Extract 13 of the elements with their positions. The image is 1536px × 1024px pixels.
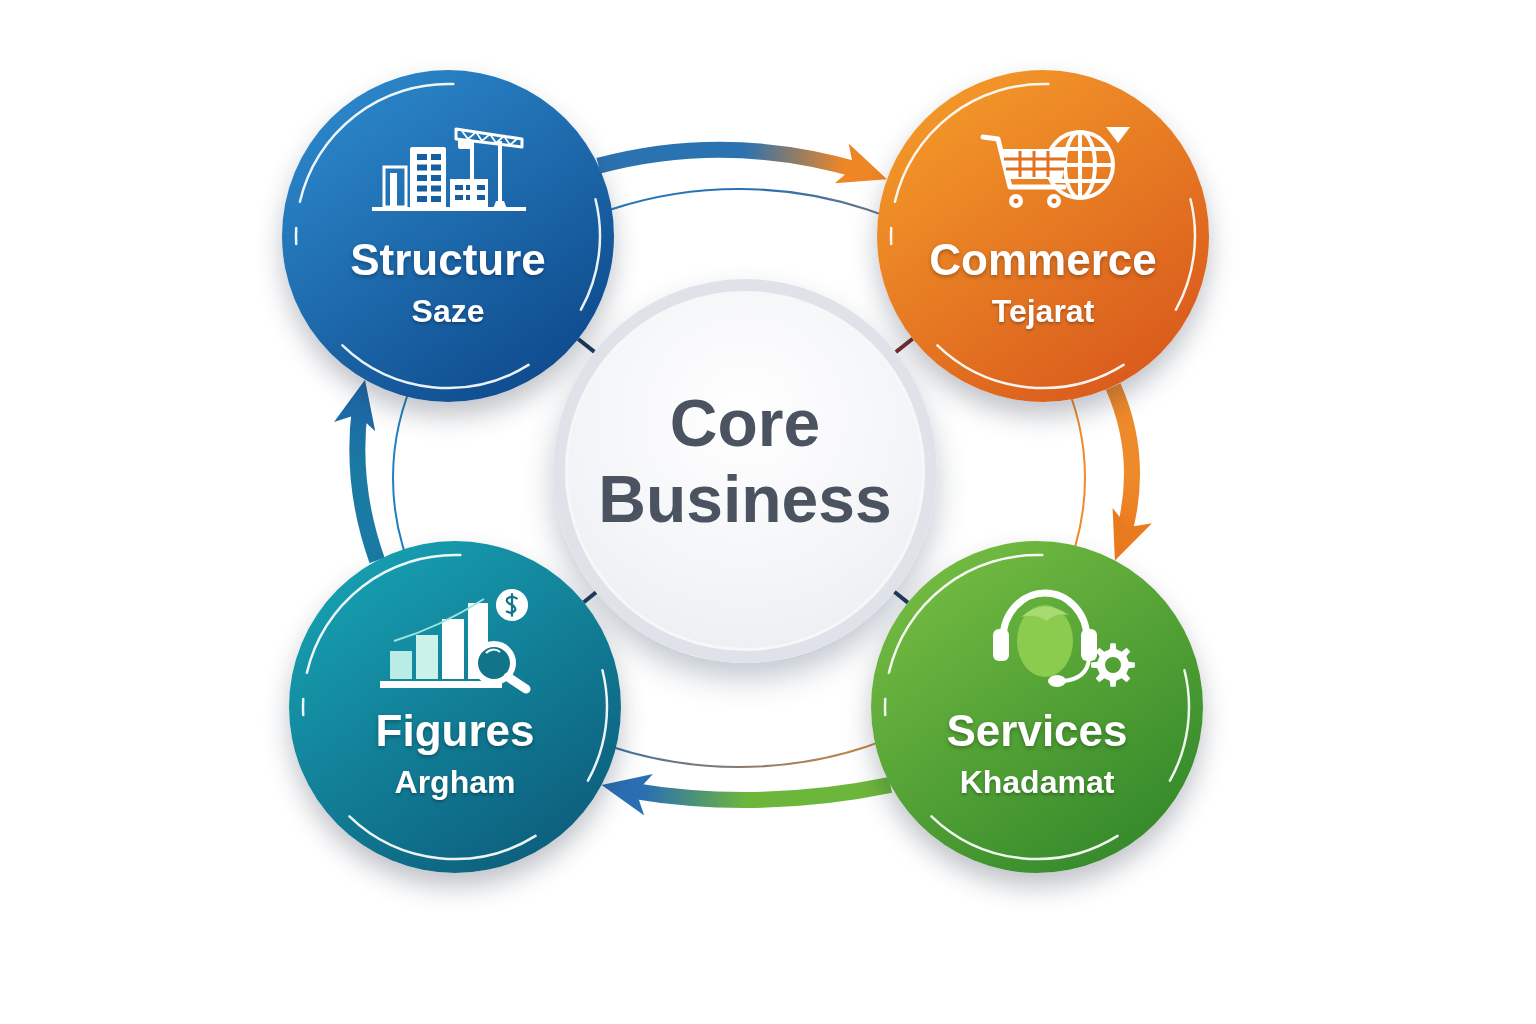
curved-arrow xyxy=(600,773,892,815)
circle-subtitle: Argham xyxy=(394,763,516,801)
circle-title: Structure xyxy=(350,235,546,285)
curved-arrow xyxy=(335,378,385,563)
circle-title: Commerce xyxy=(929,235,1157,285)
hub-title: Core Business xyxy=(597,385,893,537)
circle-title: Figures xyxy=(375,706,535,756)
circle-subtitle: Saze xyxy=(411,292,485,330)
connector-line xyxy=(894,337,914,354)
circle-subtitle: Tejarat xyxy=(991,292,1095,330)
connector-line xyxy=(576,337,596,354)
circle-subtitle: Khadamat xyxy=(959,763,1115,801)
circle-title: Services xyxy=(946,706,1128,756)
